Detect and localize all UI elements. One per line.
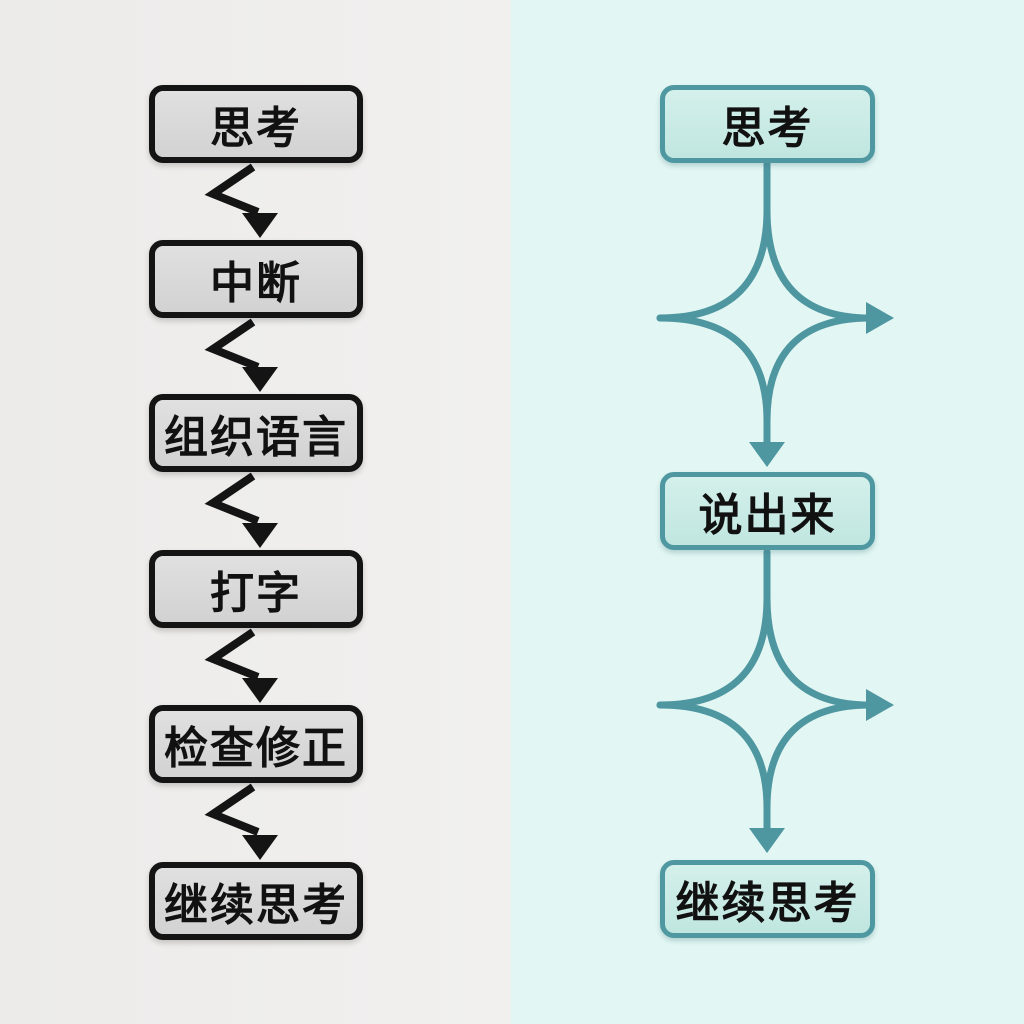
right-node-think: 思考	[660, 85, 875, 163]
right-node-speak: 说出来	[660, 472, 875, 550]
node-label: 中断	[210, 259, 302, 308]
node-label: 说出来	[698, 491, 837, 540]
zigzag-arrow-1	[204, 163, 278, 238]
curved-star-arrow-1	[656, 160, 894, 467]
zigzag-arrow-3	[204, 472, 278, 548]
left-node-continue: 继续思考	[149, 862, 363, 940]
left-node-think: 思考	[149, 85, 363, 163]
node-label: 思考	[721, 104, 814, 153]
zigzag-arrow-5	[204, 783, 278, 860]
node-label: 思考	[210, 104, 302, 153]
left-node-interrupt: 中断	[149, 240, 363, 318]
node-label: 继续思考	[164, 881, 348, 930]
node-label: 打字	[210, 569, 302, 618]
zigzag-arrow-2	[204, 318, 278, 392]
zigzag-arrow-4	[204, 628, 278, 703]
node-label: 组织语言	[164, 413, 348, 462]
left-node-type: 打字	[149, 550, 363, 628]
left-node-review: 检查修正	[149, 705, 363, 783]
right-node-continue: 继续思考	[660, 860, 875, 938]
curved-star-arrow-2	[656, 548, 894, 853]
node-label: 检查修正	[164, 724, 348, 773]
node-label: 继续思考	[675, 879, 860, 928]
left-node-organize: 组织语言	[149, 394, 363, 472]
